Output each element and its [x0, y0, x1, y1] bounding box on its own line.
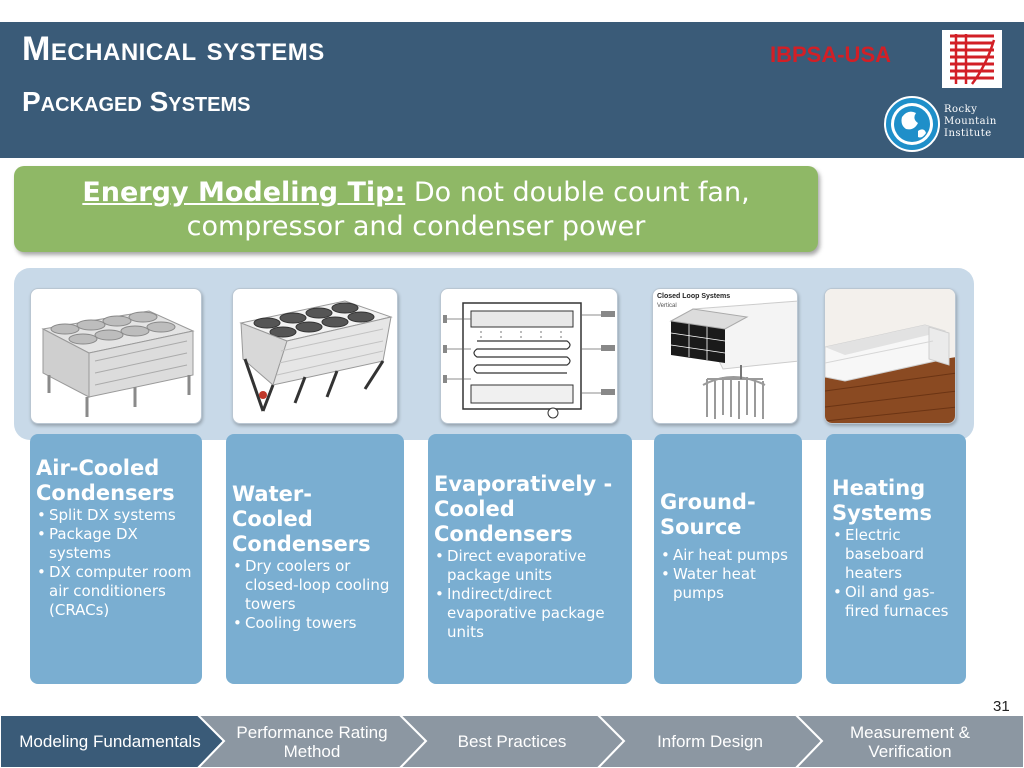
rmi-line-2: Mountain	[944, 116, 997, 127]
category-air-cooled: Air-Cooled Condensers Split DX systems P…	[30, 434, 202, 684]
category-list: Dry coolers or closed-loop cooling tower…	[232, 557, 398, 633]
category-evaporatively-cooled: Evaporatively -Cooled Condensers Direct …	[428, 434, 632, 684]
baseboard-heater-image	[824, 288, 956, 424]
nav-shape-performance-rating[interactable]	[196, 715, 428, 768]
closed-loop-subtitle: Vertical	[657, 303, 677, 309]
category-list: Direct evaporative package units Indirec…	[434, 547, 626, 642]
header-bar	[0, 22, 1024, 158]
nav-modeling-fundamentals[interactable]: Modeling Fundamentals	[19, 732, 201, 751]
list-item: Indirect/direct evaporative package unit…	[434, 585, 626, 642]
list-item: Air heat pumps	[660, 546, 796, 565]
nav-shape-best-practices[interactable]	[398, 715, 626, 768]
dry-cooler-image	[232, 288, 398, 424]
nav-measurement-verification[interactable]: Measurement & Verification	[850, 722, 970, 761]
nav-shape-measurement-verification[interactable]	[794, 715, 1024, 768]
category-ground-source: Ground-Source Air heat pumps Water heat …	[654, 434, 802, 684]
nav-best-practices[interactable]: Best Practices	[457, 732, 567, 751]
category-title: Ground-Source	[660, 490, 756, 539]
list-item: Water heat pumps	[660, 565, 796, 603]
closed-loop-ground-source-diagram: Closed Loop Systems Vertical	[652, 288, 798, 424]
category-water-cooled: Water-Cooled Condensers Dry coolers or c…	[226, 434, 404, 684]
rmi-line-3: Institute	[944, 128, 992, 139]
rmi-logo-icon	[884, 96, 940, 152]
closed-loop-title: Closed Loop Systems	[657, 293, 730, 300]
list-item: Cooling towers	[232, 614, 398, 633]
list-item: Dry coolers or closed-loop cooling tower…	[232, 557, 398, 614]
category-title: Air-Cooled Condensers	[36, 456, 175, 505]
list-item: Split DX systems	[36, 506, 196, 525]
page-title: Mechanical systems	[22, 30, 325, 68]
ibpsa-logo-text: IBPSA-USA	[770, 42, 892, 67]
tip-label: Energy Modeling Tip:	[82, 177, 406, 208]
category-title: Evaporatively -Cooled Condensers	[434, 472, 613, 546]
evaporative-condenser-diagram	[440, 288, 618, 424]
category-list: Electric baseboard heaters Oil and gas-f…	[832, 526, 960, 621]
list-item: Electric baseboard heaters	[832, 526, 960, 583]
list-item: Direct evaporative package units	[434, 547, 626, 585]
category-heating-systems: Heating Systems Electric baseboard heate…	[826, 434, 966, 684]
rmi-logo-text: Rocky Mountain Institute	[944, 104, 997, 140]
nav-performance-rating-method[interactable]: Performance Rating Method	[236, 722, 388, 761]
page-subtitle: Packaged Systems	[22, 86, 251, 117]
list-item: Oil and gas-fired furnaces	[832, 583, 960, 621]
air-cooled-condenser-image	[30, 288, 202, 424]
bottom-navigation	[0, 715, 1024, 768]
category-title: Water-Cooled Condensers	[232, 482, 371, 556]
category-list: Split DX systems Package DX systems DX c…	[36, 506, 196, 620]
list-item: Package DX systems	[36, 525, 196, 563]
tip-text: Do not double count fan, compressor and …	[186, 177, 750, 242]
nav-shape-inform-design[interactable]	[596, 715, 824, 768]
list-item: DX computer room air conditioners (CRACs…	[36, 563, 196, 620]
page-number: 31	[993, 698, 1010, 715]
nav-inform-design[interactable]: Inform Design	[657, 732, 763, 751]
rmi-line-1: Rocky	[944, 104, 978, 115]
energy-modeling-tip: Energy Modeling Tip: Do not double count…	[14, 166, 818, 252]
category-title: Heating Systems	[832, 476, 932, 525]
category-list: Air heat pumps Water heat pumps	[660, 546, 796, 603]
ibpsa-logo-icon	[942, 30, 1002, 88]
